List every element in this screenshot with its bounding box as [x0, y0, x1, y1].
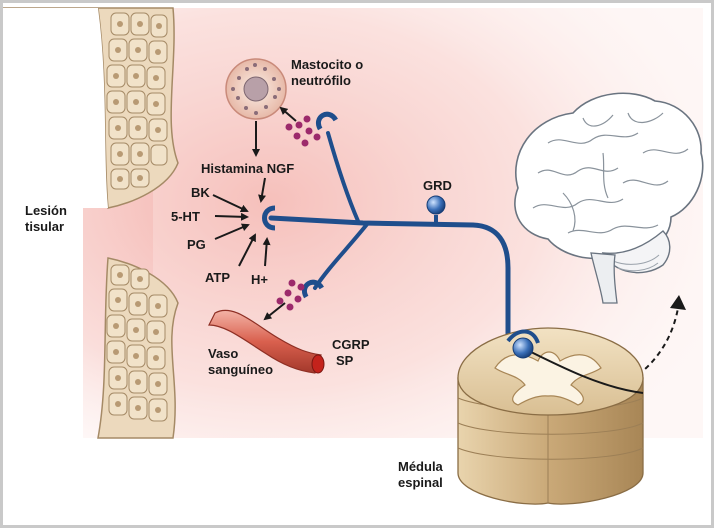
label-bk: BK: [191, 185, 210, 200]
label-mastocito-1: Mastocito o: [291, 57, 363, 72]
label-grd: GRD: [423, 178, 452, 193]
label-lesion-1: Lesión: [25, 203, 67, 218]
label-vaso-2: sanguíneo: [208, 362, 273, 377]
label-cgrp: CGRP: [332, 337, 370, 352]
spinal-ganglion: [513, 338, 533, 358]
label-mastocito-2: neutrófilo: [291, 73, 351, 88]
label-5ht: 5-HT: [171, 209, 200, 224]
nociception-diagram: Lesión tisular Mastocito o neutrófilo Hi…: [3, 3, 711, 525]
tissue-lower: [98, 258, 178, 438]
tissue-upper: [3, 8, 178, 208]
label-atp: ATP: [205, 270, 230, 285]
spinal-cord: [458, 328, 643, 504]
label-medula-1: Médula: [398, 459, 444, 474]
label-histamina-ngf: Histamina NGF: [201, 161, 294, 176]
label-h-plus: H+: [251, 272, 268, 287]
label-medula-2: espinal: [398, 475, 443, 490]
label-lesion-2: tisular: [25, 219, 64, 234]
label-sp: SP: [336, 353, 354, 368]
mastocyte-cell: [226, 59, 286, 119]
label-pg: PG: [187, 237, 206, 252]
label-vaso-1: Vaso: [208, 346, 238, 361]
